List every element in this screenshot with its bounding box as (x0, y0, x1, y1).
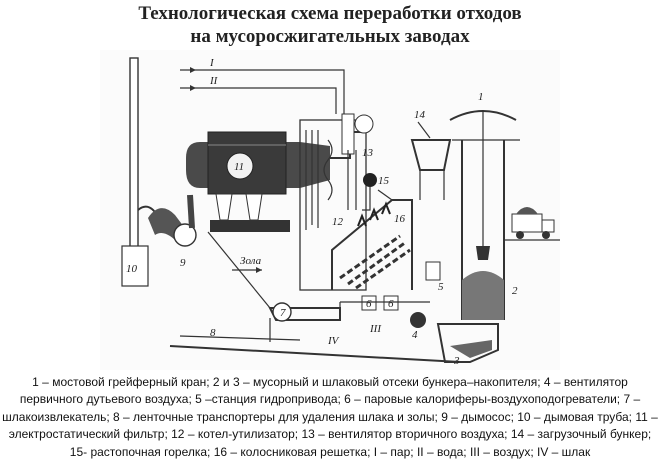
label-6a: 6 (366, 298, 372, 310)
legend-line-4: электростатический фильтр; 12 – котел-ут… (8, 427, 652, 442)
label-5: 5 (438, 281, 444, 293)
legend-line-5: 15- растопочная горелка; 16 – колосников… (69, 444, 591, 459)
legend-line-2: первичного дутьевого воздуха; 5 –станция… (19, 392, 641, 407)
label-6b: 6 (388, 298, 394, 310)
label-13: 13 (362, 147, 374, 159)
steam-line (180, 69, 345, 114)
label-IV: IV (327, 335, 340, 347)
label-I: I (209, 57, 215, 69)
legend-line-1: 1 – мостовой грейферный кран; 2 и 3 – му… (32, 375, 628, 389)
label-10: 10 (126, 263, 138, 275)
secondary-air-fan (363, 173, 377, 187)
loading-hopper (410, 121, 452, 200)
garbage-truck (504, 207, 560, 241)
label-ash: Зола (240, 255, 262, 267)
belt-conveyor (169, 345, 461, 363)
chimney (121, 57, 149, 287)
label-2: 2 (512, 285, 518, 297)
label-15: 15 (378, 175, 390, 187)
label-14: 14 (414, 109, 426, 121)
legend-line-3: шлакоизвлекатель; 8 – ленточные транспор… (2, 409, 658, 424)
title-line-2: на мусоросжигательных заводах (190, 26, 470, 47)
air-heater-1 (361, 295, 377, 311)
label-7: 7 (280, 307, 286, 319)
slag-extractor (268, 302, 341, 342)
bridge-grab-crane (449, 110, 517, 260)
waste-bunker (452, 139, 520, 320)
kindling-burner (377, 189, 393, 201)
water-line (180, 87, 337, 114)
title-line-1: Технологическая схема переработки отходо… (138, 3, 522, 24)
smoke-exhauster (173, 223, 197, 247)
slag-bunker (436, 323, 499, 363)
electrostatic-filter (186, 131, 330, 232)
label-11: 11 (234, 161, 244, 173)
label-II: II (209, 75, 219, 87)
figure-legend: 1 – мостовой грейферный кран; 2 и 3 – му… (0, 374, 660, 461)
process-scheme-figure: 10 9 11 12 13 14 15 16 1 2 3 4 5 6 6 7 8… (100, 50, 560, 370)
label-1: 1 (478, 91, 484, 103)
label-8: 8 (210, 327, 216, 339)
air-heater-2 (383, 295, 399, 311)
waste-heat-boiler (299, 113, 374, 291)
label-3: 3 (453, 355, 460, 367)
furnace (331, 199, 413, 290)
diagram-title: Технологическая схема переработки отходо… (0, 2, 660, 48)
label-9: 9 (180, 257, 186, 269)
hydraulic-station (425, 261, 441, 281)
label-12: 12 (332, 216, 344, 228)
label-4: 4 (412, 329, 418, 341)
label-III: III (369, 323, 382, 335)
process-scheme: 10 9 11 12 13 14 15 16 1 2 3 4 5 6 6 7 8… (121, 57, 560, 367)
primary-air-fan (410, 312, 426, 328)
label-16: 16 (394, 213, 406, 225)
